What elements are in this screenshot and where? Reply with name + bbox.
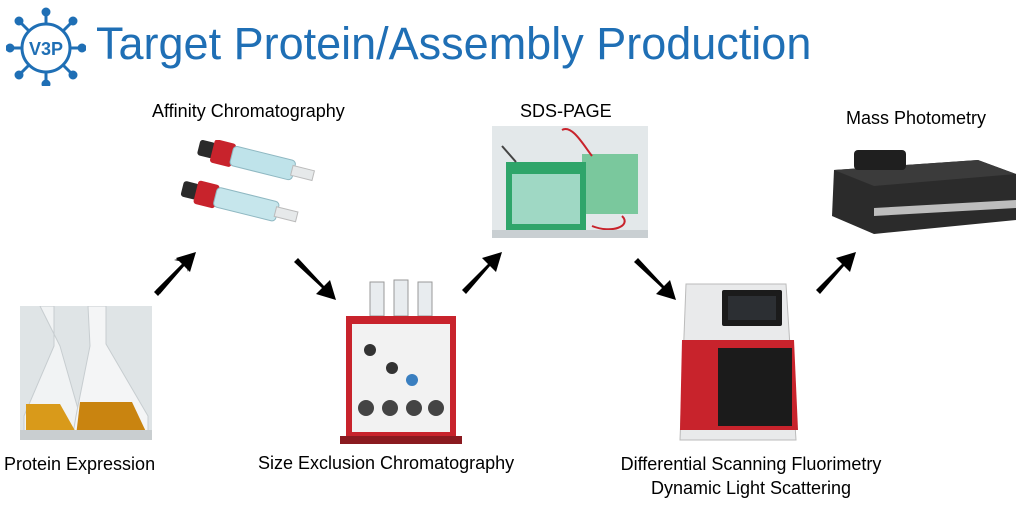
label-affinity-chromatography: Affinity Chromatography (152, 101, 345, 121)
label-dsf: Differential Scanning Fluorimetry (620, 454, 882, 474)
flask-image (20, 306, 152, 440)
label-protein-expression: Protein Expression (4, 454, 156, 474)
sds-page-image (492, 126, 648, 238)
label-sds-page: SDS-PAGE (520, 101, 612, 121)
virus-logo-icon: V3P (5, 7, 87, 89)
arrow-down-right-icon (294, 258, 336, 300)
page-title: Target Protein/Assembly Production (96, 18, 812, 69)
label-size-exclusion: Size Exclusion Chromatography (258, 453, 515, 473)
label-mass-photometry: Mass Photometry (846, 108, 987, 128)
dsf-dls-instrument-image (676, 280, 800, 444)
arrow-down-right-icon (634, 258, 676, 300)
arrow-up-right-icon (816, 252, 856, 294)
mass-photometer-image (828, 146, 1018, 236)
logo-text: V3P (29, 39, 63, 59)
v3p-logo: V3P (5, 6, 87, 89)
label-dls: Dynamic Light Scattering (650, 478, 852, 498)
arrow-up-right-icon (154, 252, 196, 296)
affinity-columns-image (180, 140, 330, 240)
arrow-up-right-icon (462, 252, 502, 294)
size-exclusion-instrument-image (340, 276, 462, 444)
